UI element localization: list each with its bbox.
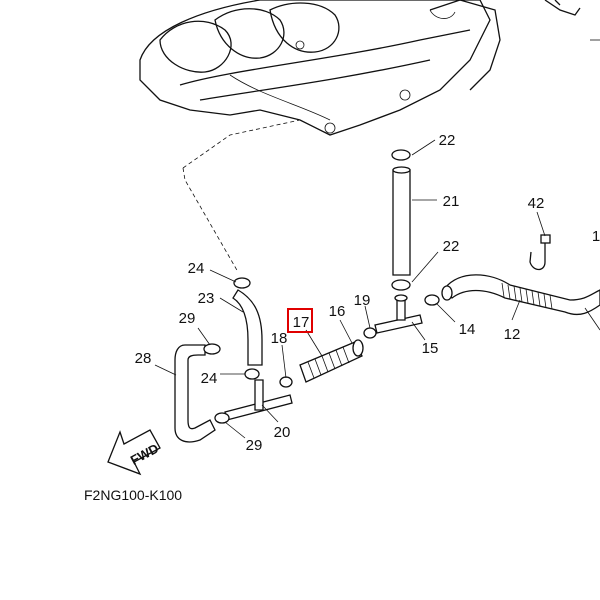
joint-15	[363, 294, 440, 339]
joint-20	[214, 368, 293, 424]
part-label-28: 28	[135, 350, 152, 367]
part-label-12: 12	[504, 326, 521, 343]
clip-42	[529, 234, 551, 271]
part-label-24: 24	[188, 260, 205, 277]
highlight-box	[287, 308, 313, 333]
part-label-23: 23	[198, 290, 215, 307]
part-label-29: 29	[246, 437, 263, 454]
part-label-22: 22	[439, 132, 456, 149]
leader-lines	[154, 139, 600, 439]
part-label-1: 1	[592, 228, 600, 245]
engine-assembly	[139, 0, 600, 136]
fwd-arrow: FWD	[107, 429, 161, 476]
diagram-code: F2NG100-K100	[84, 487, 182, 503]
part-label-20: 20	[274, 424, 291, 441]
part-label-21: 21	[443, 193, 460, 210]
part-label-17[interactable]: 17	[293, 314, 310, 331]
hose-21	[391, 149, 411, 291]
part-label-16: 16	[329, 303, 346, 320]
part-label-19: 19	[354, 292, 371, 309]
part-label-42: 42	[528, 195, 545, 212]
part-label-29: 29	[179, 310, 196, 327]
leader-dashed	[182, 119, 301, 169]
hose-23	[232, 277, 263, 366]
part-label-22: 22	[443, 238, 460, 255]
part-label-15: 15	[422, 340, 439, 357]
part-label-18: 18	[271, 330, 288, 347]
hose-12	[441, 274, 600, 316]
part-label-14: 14	[459, 321, 476, 338]
part-label-24: 24	[201, 370, 218, 387]
hose-16-17	[279, 339, 364, 388]
hose-28	[174, 343, 221, 443]
